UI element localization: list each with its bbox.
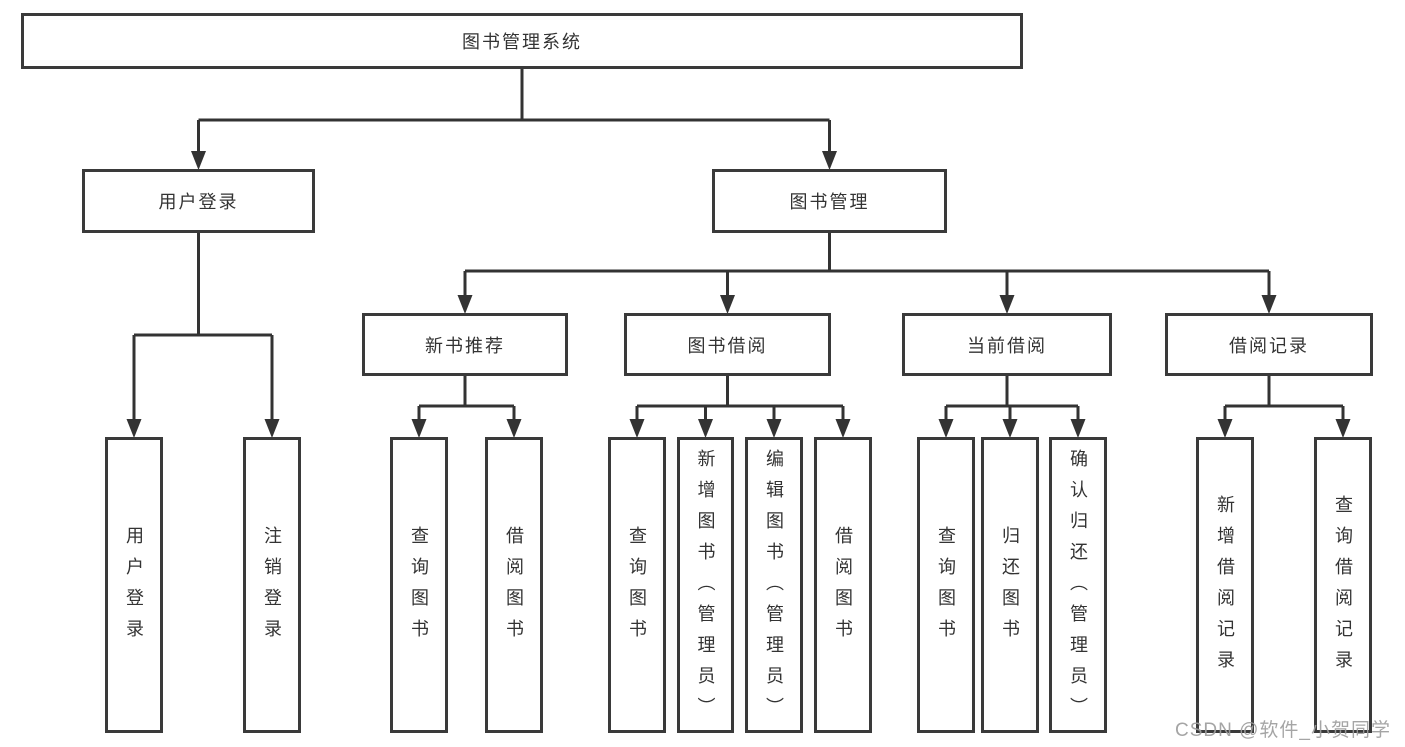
node-leaf-query-book-1: 查询图书 (390, 437, 448, 733)
arrowhead-icon (191, 151, 206, 170)
arrowhead-icon (1070, 419, 1086, 438)
node-leaf-borrow-book-1: 借阅图书 (485, 437, 543, 733)
arrowhead-icon (457, 295, 473, 314)
node-label: 查询借阅记录 (1333, 495, 1353, 681)
arrowhead-icon (1335, 419, 1351, 438)
arrowhead-icon (264, 419, 280, 438)
node-leaf-add-book: 新增图书（管理员） (677, 437, 734, 733)
node-leaf-return-book: 归还图书 (981, 437, 1039, 733)
node-borrow-records: 借阅记录 (1165, 313, 1373, 376)
node-leaf-query-book-2: 查询图书 (608, 437, 666, 733)
arrowhead-icon (126, 419, 142, 438)
arrowhead-icon (698, 419, 713, 438)
node-label: 借阅图书 (833, 526, 853, 650)
node-user-login: 用户登录 (82, 169, 315, 233)
node-label: 新增图书（管理员） (695, 448, 716, 728)
node-label: 借阅记录 (1229, 335, 1309, 356)
node-label: 当前借阅 (967, 335, 1047, 356)
node-label: 注销登录 (262, 526, 282, 650)
node-label: 用户登录 (124, 526, 144, 650)
node-label: 新增借阅记录 (1215, 495, 1235, 681)
node-label: 确认归还（管理员） (1068, 448, 1088, 728)
node-label: 图书借阅 (687, 335, 768, 356)
node-label: 查询图书 (627, 526, 647, 650)
node-label: 归还图书 (1000, 526, 1020, 650)
node-label: 图书管理 (789, 192, 870, 212)
arrowhead-icon (938, 419, 954, 438)
arrowhead-icon (720, 295, 735, 314)
node-label: 查询图书 (936, 526, 956, 650)
node-label: 查询图书 (409, 526, 429, 650)
node-new-book-rec: 新书推荐 (362, 313, 568, 376)
node-leaf-user-login: 用户登录 (105, 437, 163, 733)
arrowhead-icon (1002, 419, 1018, 438)
node-leaf-query-record: 查询借阅记录 (1314, 437, 1372, 733)
node-leaf-logout: 注销登录 (243, 437, 301, 733)
node-book-borrow: 图书借阅 (624, 313, 831, 376)
arrowhead-icon (1261, 295, 1277, 314)
node-label: 新书推荐 (425, 335, 505, 356)
arrowhead-icon (506, 419, 522, 438)
arrowhead-icon (822, 151, 837, 170)
arrowhead-icon (835, 419, 851, 438)
node-leaf-edit-book: 编辑图书（管理员） (745, 437, 803, 733)
arrowhead-icon (999, 295, 1015, 314)
node-current-borrow: 当前借阅 (902, 313, 1112, 376)
arrowhead-icon (766, 419, 782, 438)
node-leaf-borrow-book-2: 借阅图书 (814, 437, 872, 733)
node-root: 图书管理系统 (21, 13, 1023, 69)
arrowhead-icon (629, 419, 645, 438)
node-label: 借阅图书 (504, 526, 524, 650)
node-label: 图书管理系统 (462, 32, 582, 52)
arrowhead-icon (1217, 419, 1233, 438)
arrowhead-icon (411, 419, 427, 438)
node-book-mgmt: 图书管理 (712, 169, 947, 233)
node-leaf-add-record: 新增借阅记录 (1196, 437, 1254, 733)
node-leaf-confirm-return: 确认归还（管理员） (1049, 437, 1107, 733)
node-label: 编辑图书（管理员） (764, 448, 784, 728)
node-leaf-query-book-3: 查询图书 (917, 437, 975, 733)
node-label: 用户登录 (158, 192, 239, 212)
watermark: CSDN @软件_小贺同学 (1175, 720, 1391, 741)
